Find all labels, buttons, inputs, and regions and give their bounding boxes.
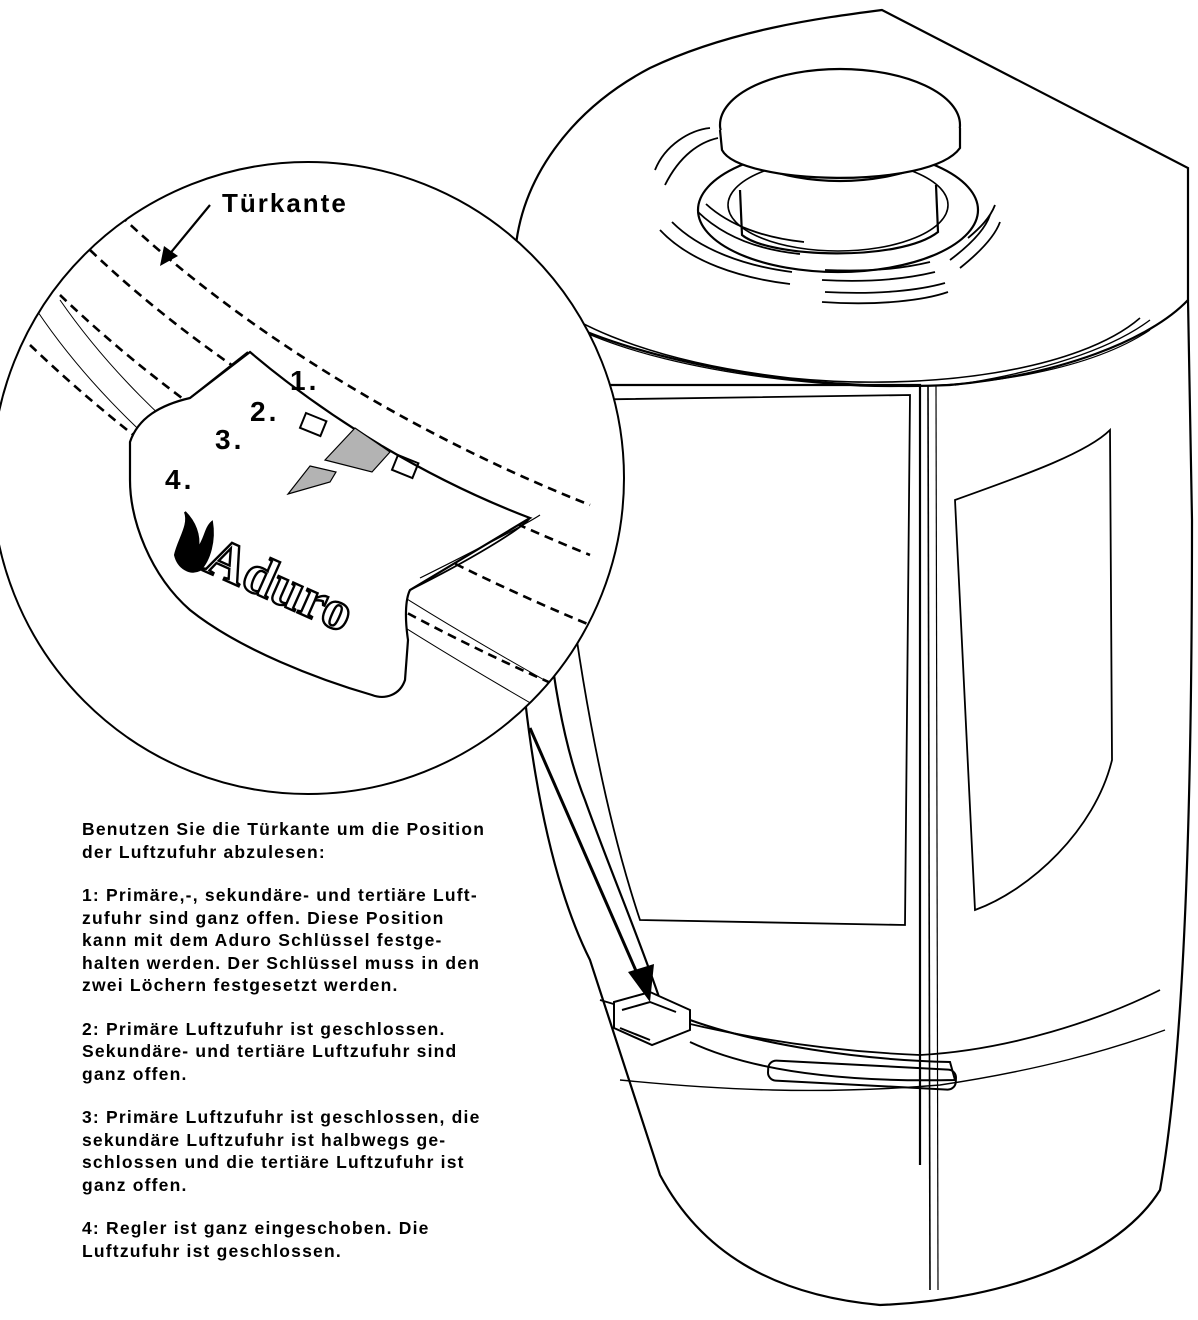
instruction-step-2: 2: Primäre Luftzufuhr ist geschlossen. S… [82,1018,458,1084]
stove-body-outline [513,255,1194,1307]
position-marker-2 [323,427,391,473]
instruction-step-1: 1: Primäre,-, sekundäre- und tertiäre Lu… [82,885,481,995]
logo-flame-icon [173,511,214,573]
handle-plate-ridge-2 [419,514,541,579]
position-label-2: 2. [250,396,279,427]
door-edge-arrow [160,204,211,266]
flue-cylinder [738,184,940,255]
ash-drawer-band-2 [619,1029,1166,1092]
pointer-arrow-head [628,964,654,1002]
flue-cap-edge [718,128,962,179]
pointer-arrow [528,727,654,1002]
side-seam-top [954,319,1151,386]
side-glass [954,427,1113,912]
position-label-4: 4. [165,464,194,495]
handle-plate-ridge [409,517,531,591]
stove [513,8,1194,1307]
instruction-text: Benutzen Sie die Türkante um die Positio… [82,818,562,1283]
key-hole-1 [298,411,328,438]
air-control-handle [613,990,957,1091]
stove-top-rim-shadow [529,299,1151,388]
position-label-1: 1. [290,365,319,396]
position-label-3: 3. [215,424,244,455]
stove-top-rim [517,267,1141,383]
handle-plate-top [189,351,249,399]
position-marker-3 [286,465,337,496]
zoom-circle-content [29,204,591,721]
stove-top-plate [513,8,1190,388]
top-vent-slots [654,127,1001,305]
key-holes [298,411,420,480]
door-edge-label: Türkante [222,188,348,218]
handle-plate [128,350,533,698]
instruction-step-3: 3: Primäre Luftzufuhr ist geschlossen, d… [82,1107,481,1195]
door-edge-line [927,384,931,1291]
pointer-arrow-line [528,727,642,981]
instruction-intro: Benutzen Sie die Türkante um die Positio… [82,819,486,862]
instruction-step-4: 4: Regler ist ganz eingeschoben. Die Luf… [82,1218,430,1261]
key-hole-2 [390,453,420,480]
door-edge-line-2 [935,384,939,1291]
